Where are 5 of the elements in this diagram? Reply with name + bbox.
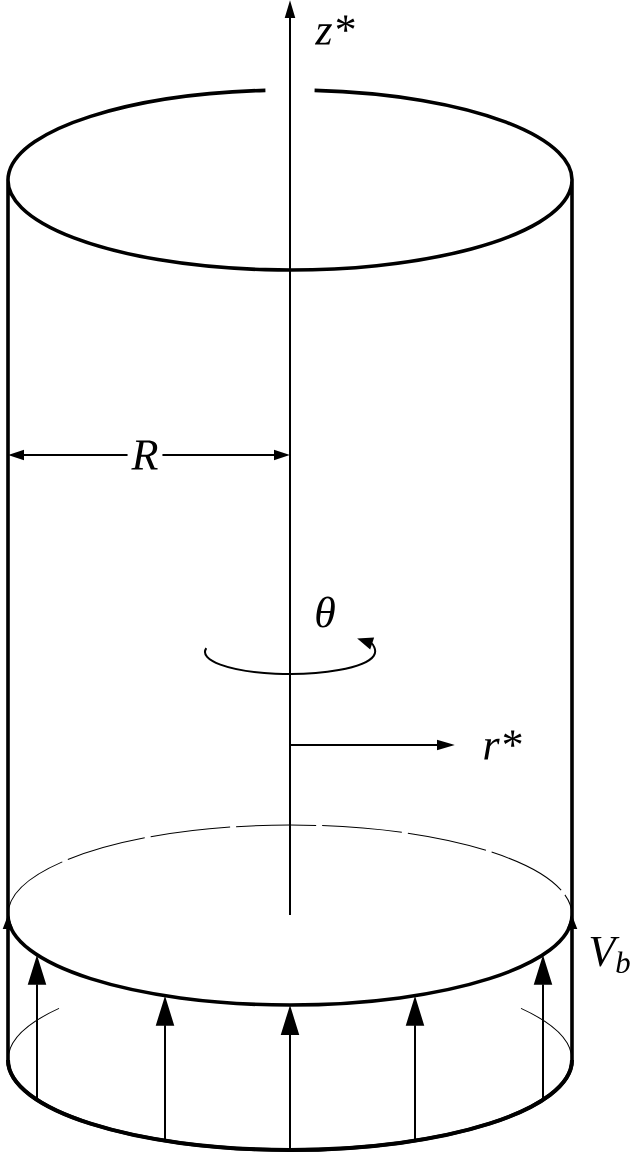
axis-label: z* [314,15,355,45]
velocity-label: V$_{b}$ [590,936,630,974]
axis-label: r* [484,730,522,760]
angle-label: θ [316,596,335,628]
dimension-label: R [127,436,163,474]
